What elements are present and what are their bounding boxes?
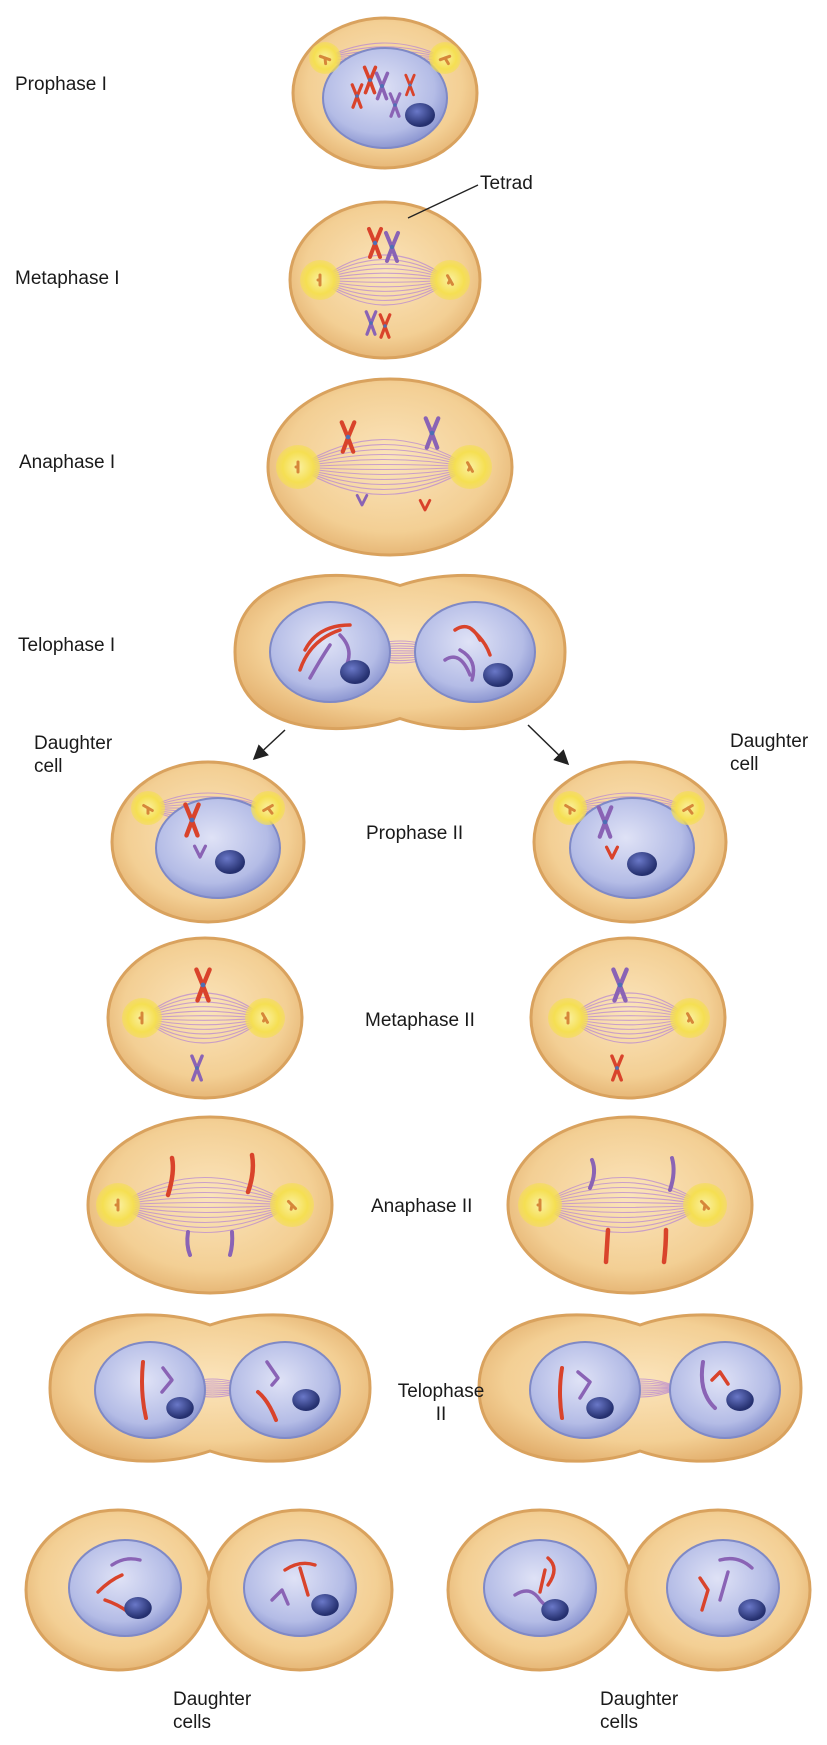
tetrad-leader-line <box>408 185 478 218</box>
nucleolus <box>738 1599 766 1621</box>
nucleolus <box>541 1599 569 1621</box>
label-daughter-cell-right: Daughter cell <box>730 730 808 776</box>
nucleolus <box>124 1597 152 1619</box>
nucleus <box>670 1342 780 1438</box>
centriole <box>689 1018 690 1021</box>
label-telophase-2: Telophase II <box>389 1380 493 1426</box>
centromere <box>393 103 397 107</box>
nucleus <box>415 602 535 702</box>
label-tetrad: Tetrad <box>480 172 533 195</box>
label-anaphase-2: Anaphase II <box>371 1195 472 1218</box>
nucleus <box>230 1342 340 1438</box>
centromere <box>603 820 608 825</box>
daughter-cell-1 <box>26 1510 210 1670</box>
cell-anaphase-2-left <box>88 1117 332 1293</box>
centromere <box>355 94 359 98</box>
centromere <box>368 78 372 82</box>
nucleolus <box>215 850 245 874</box>
centromere <box>383 324 387 328</box>
centromere <box>390 245 394 249</box>
centromere <box>618 983 623 988</box>
arrow-to-left-daughter <box>255 730 285 758</box>
centromere <box>430 431 435 436</box>
centromere <box>369 321 373 325</box>
centromere <box>615 1066 619 1070</box>
cell-telophase-2-left <box>50 1315 370 1461</box>
nucleus <box>270 602 390 702</box>
centromere <box>195 1066 199 1070</box>
nucleolus <box>405 103 435 127</box>
centromere <box>201 983 206 988</box>
centriole <box>449 280 450 283</box>
label-telophase-1: Telophase I <box>18 634 115 657</box>
nucleolus <box>292 1389 320 1411</box>
centromere <box>190 818 195 823</box>
label-metaphase-2: Metaphase II <box>365 1009 475 1032</box>
centriole <box>291 1205 292 1209</box>
centriole <box>469 467 470 470</box>
nucleus <box>95 1342 205 1438</box>
centromere <box>373 241 377 245</box>
cell-anaphase-1 <box>268 379 512 555</box>
cell-metaphase-2-right <box>531 938 725 1098</box>
centromere <box>408 83 411 86</box>
daughter-cell-4 <box>626 1510 810 1670</box>
cell-metaphase-1 <box>290 202 480 358</box>
centriole <box>264 1018 265 1021</box>
nucleus <box>244 1540 356 1636</box>
label-daughter-cells-left: Daughter cells <box>173 1688 251 1734</box>
chromosome <box>230 1232 232 1255</box>
nucleolus <box>166 1397 194 1419</box>
centriole <box>325 58 326 64</box>
label-prophase-2: Prophase II <box>366 822 463 845</box>
chromosome <box>560 1368 562 1418</box>
nucleolus <box>627 852 657 876</box>
label-metaphase-1: Metaphase I <box>15 267 120 290</box>
centriole <box>704 1205 705 1209</box>
daughter-cell-2 <box>208 1510 392 1670</box>
arrow-to-right-daughter <box>528 725 567 763</box>
chromosome <box>606 1230 608 1262</box>
label-daughter-cells-right: Daughter cells <box>600 1688 678 1734</box>
daughter-cell-3 <box>448 1510 632 1670</box>
nucleolus <box>340 660 370 684</box>
cell-telophase-2-right <box>479 1315 801 1461</box>
centromere <box>380 84 384 88</box>
cell-prophase-1 <box>293 18 477 168</box>
label-daughter-cell-left: Daughter cell <box>34 732 112 778</box>
nucleolus <box>483 663 513 687</box>
cell-prophase-2-right <box>534 762 726 922</box>
cell-prophase-2-left <box>112 762 304 922</box>
cell-metaphase-2-left <box>108 938 302 1098</box>
nucleolus <box>726 1389 754 1411</box>
cell-anaphase-2-right <box>508 1117 752 1293</box>
nucleolus <box>311 1594 339 1616</box>
centromere <box>346 435 351 440</box>
nucleus <box>69 1540 181 1636</box>
label-prophase-1: Prophase I <box>15 73 107 96</box>
label-anaphase-1: Anaphase I <box>19 451 115 474</box>
nucleolus <box>586 1397 614 1419</box>
chromosome <box>664 1230 666 1262</box>
cell-telophase-1 <box>235 575 565 728</box>
